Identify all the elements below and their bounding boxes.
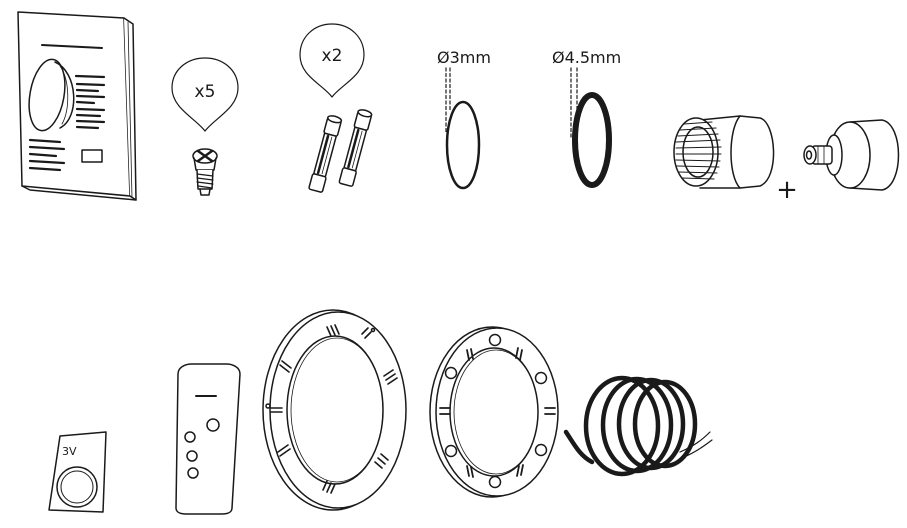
o-ring-large-diameter-label: Ø4.5mm [552, 48, 621, 67]
connector-socket-icon [673, 115, 775, 189]
fuses-part: x2 [299, 23, 373, 193]
remote-control-icon [175, 363, 241, 515]
o-ring-large-icon [570, 67, 612, 188]
o-ring-small-diameter-label: Ø3mm [437, 48, 491, 67]
screws-part: x5 [171, 57, 239, 196]
o-ring-large-part: Ø4.5mm [552, 48, 621, 188]
fuses-quantity-label: x2 [322, 46, 343, 66]
connector-part: + [673, 115, 900, 205]
screw-icon [192, 148, 218, 196]
lamp-mounting-flange-icon [429, 326, 559, 498]
fuses-callout-bubble [299, 23, 365, 98]
screws-callout-bubble [171, 57, 239, 132]
battery-voltage-label: 3V [62, 445, 77, 458]
fuse-icon [308, 109, 373, 193]
screws-quantity-label: x5 [195, 82, 216, 102]
o-ring-small-part: Ø3mm [437, 48, 491, 190]
manual-booklet [17, 11, 137, 201]
battery-card-icon [48, 431, 107, 513]
o-ring-small-icon [445, 67, 481, 190]
cable-coil-icon [563, 375, 713, 477]
lamp-front-cover-icon [262, 309, 407, 511]
connector-plug-icon [803, 119, 900, 191]
battery-part: 3V [48, 431, 107, 513]
connector-plus-sign: + [776, 175, 798, 205]
